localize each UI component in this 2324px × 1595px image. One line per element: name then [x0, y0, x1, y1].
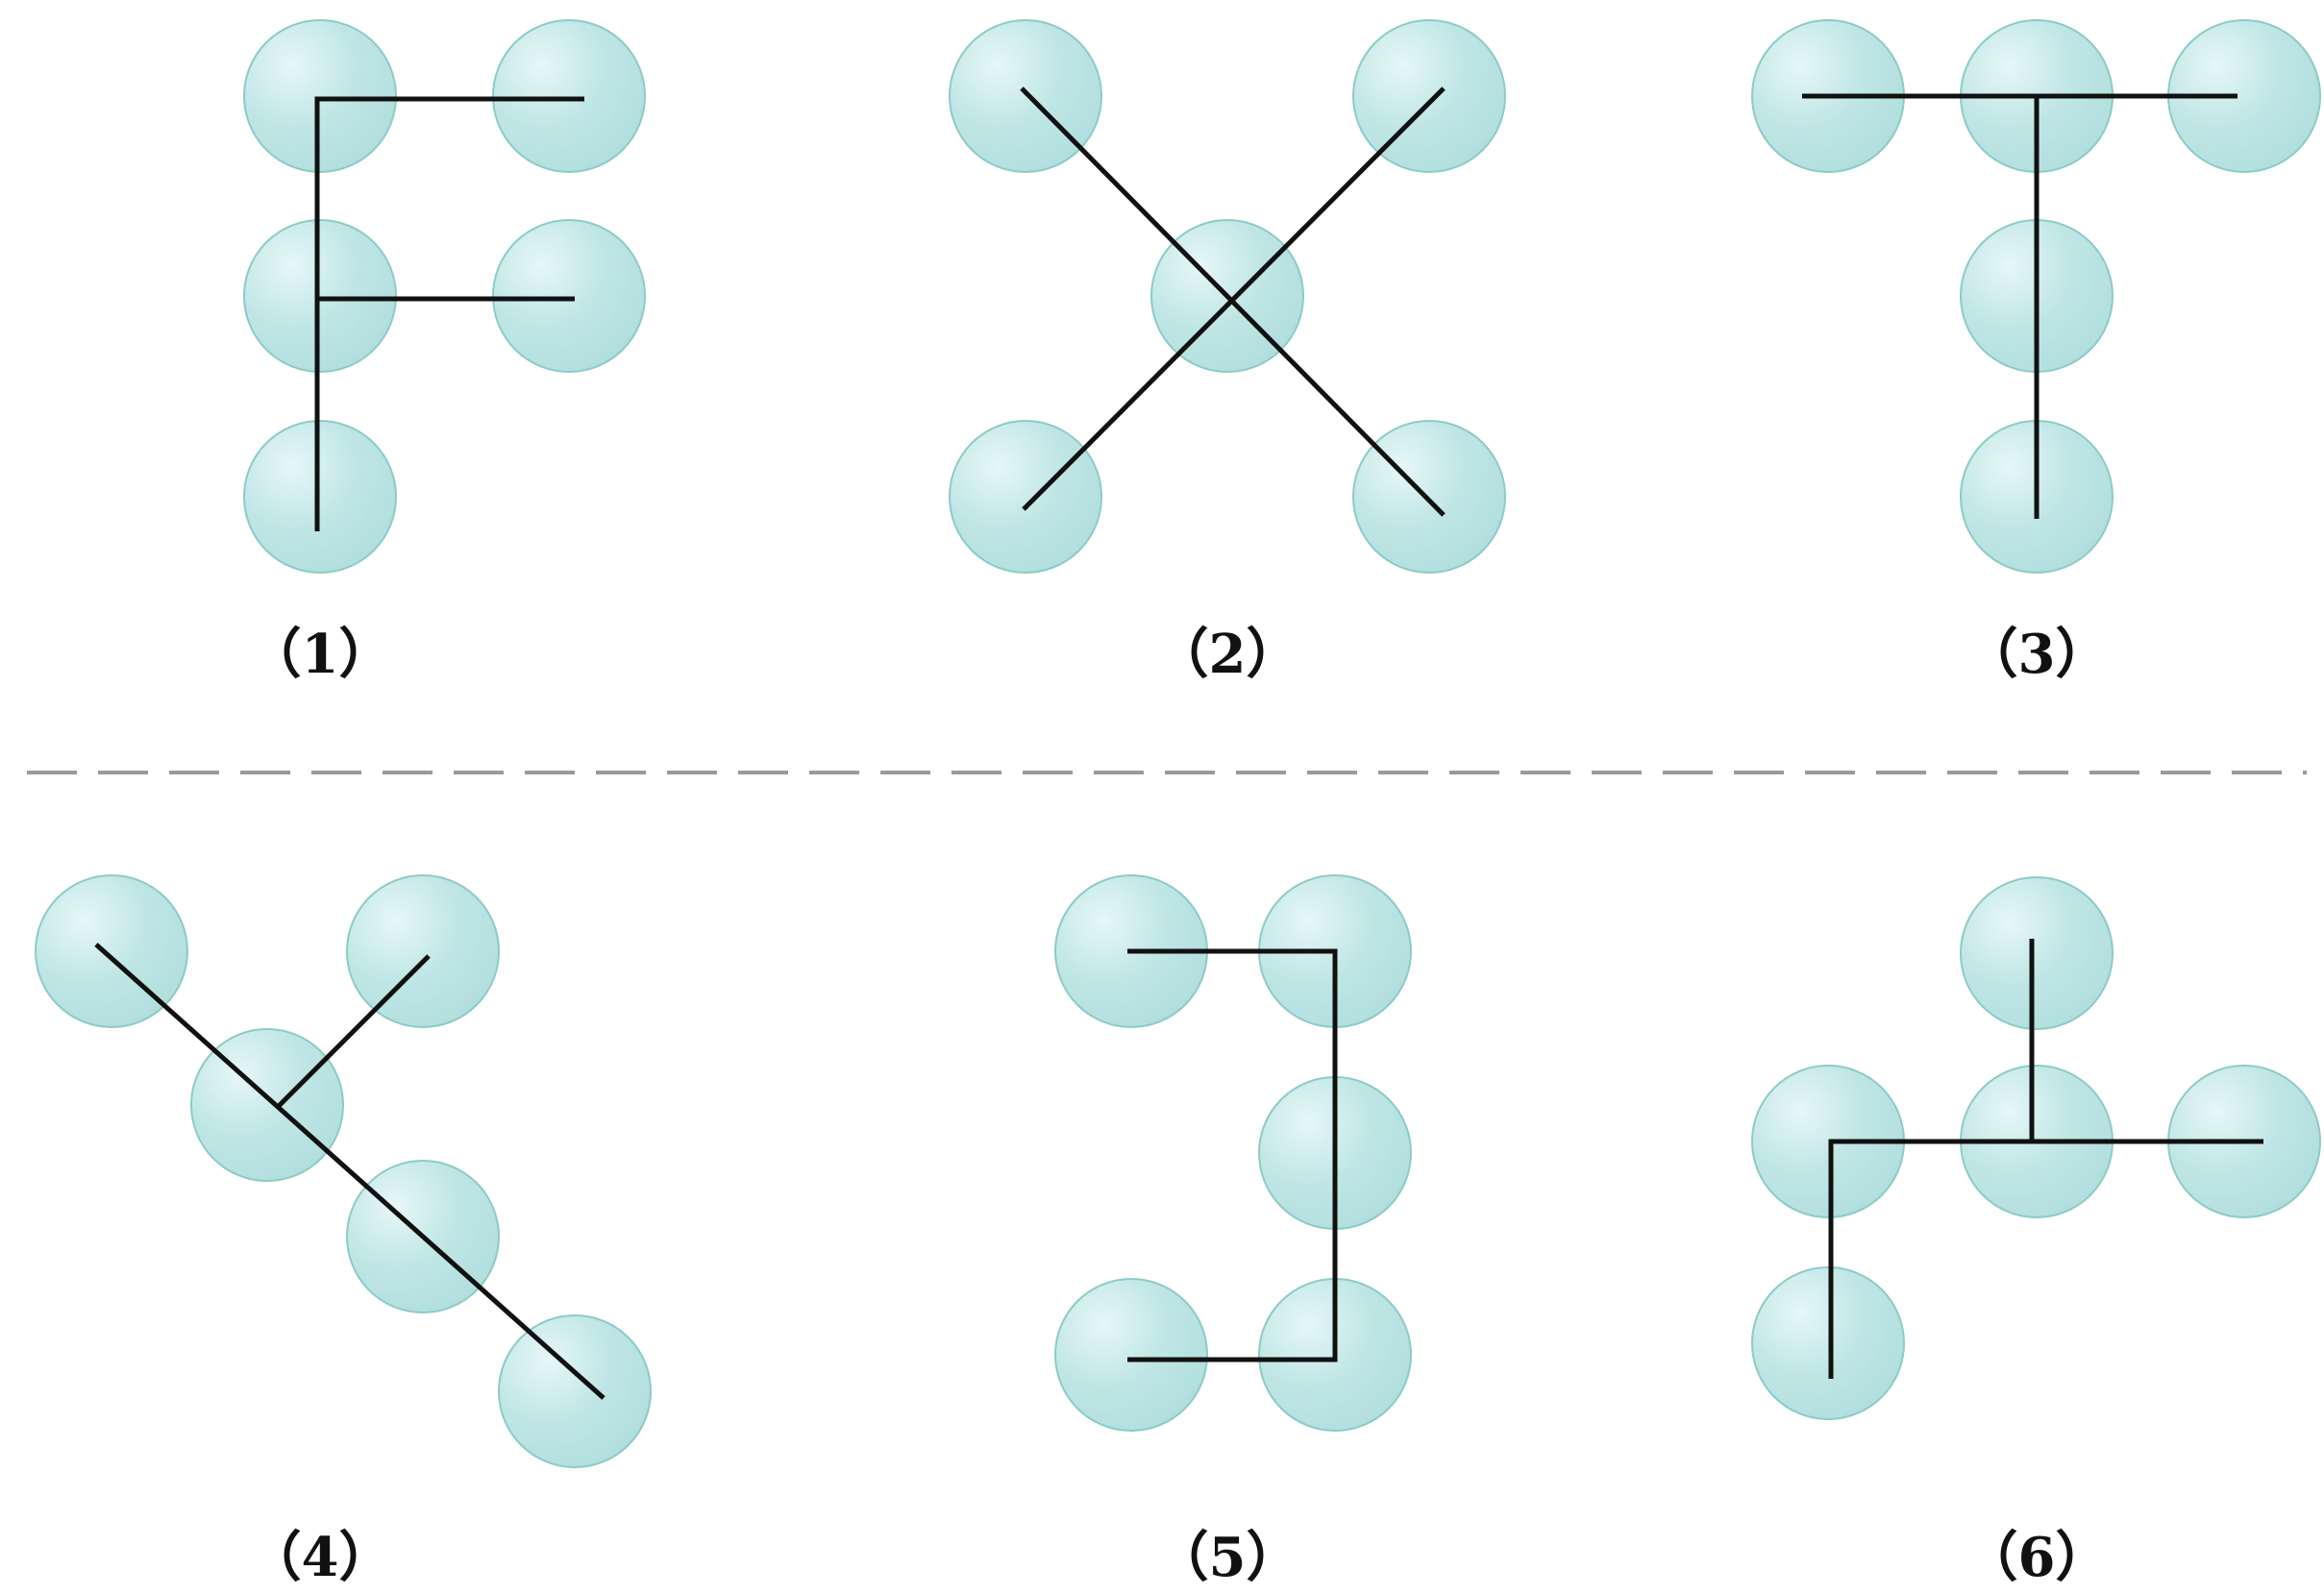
panel-label: （3） [1965, 623, 2110, 686]
ball [1960, 876, 2114, 1030]
ball [1352, 19, 1506, 173]
panel-label: （1） [248, 623, 393, 686]
ball [949, 420, 1102, 574]
ball [1751, 1266, 1905, 1420]
ball [346, 874, 500, 1028]
ball [190, 1028, 344, 1182]
bond-line [1022, 86, 1446, 511]
bond-line [276, 954, 431, 1109]
ball [243, 420, 397, 574]
bond-line [94, 943, 606, 1400]
panel-2: （2） [949, 19, 1506, 686]
ball-group [1751, 876, 2321, 1420]
panel-label: （2） [1155, 623, 1300, 686]
bond-lines [1127, 948, 1338, 1362]
panel-4: （4） [35, 874, 652, 1589]
panel-3: （3） [1751, 19, 2321, 686]
ball [1054, 1278, 1208, 1432]
bond-lines [1020, 86, 1446, 517]
ball [492, 19, 646, 173]
bond-lines [1828, 939, 2263, 1379]
bond-line [1127, 948, 1338, 1362]
panel-1: （1） [243, 19, 646, 686]
ball [243, 19, 397, 173]
bond-lines [314, 96, 584, 531]
bond-lines [1802, 93, 2237, 519]
ball-group [243, 19, 646, 574]
bond-line [314, 96, 584, 531]
panel-6: （6） [1751, 876, 2321, 1589]
ball-group [1054, 874, 1412, 1432]
ball [498, 1314, 652, 1468]
bond-line [1828, 1139, 2263, 1379]
ball [492, 219, 646, 373]
panel-5: （5） [1054, 874, 1412, 1589]
ball [243, 219, 397, 373]
ball-group [35, 874, 652, 1468]
panel-label: （4） [248, 1526, 393, 1589]
panel-label: （6） [1965, 1526, 2110, 1589]
bond-lines [94, 943, 606, 1400]
panel-label: （5） [1155, 1526, 1300, 1589]
